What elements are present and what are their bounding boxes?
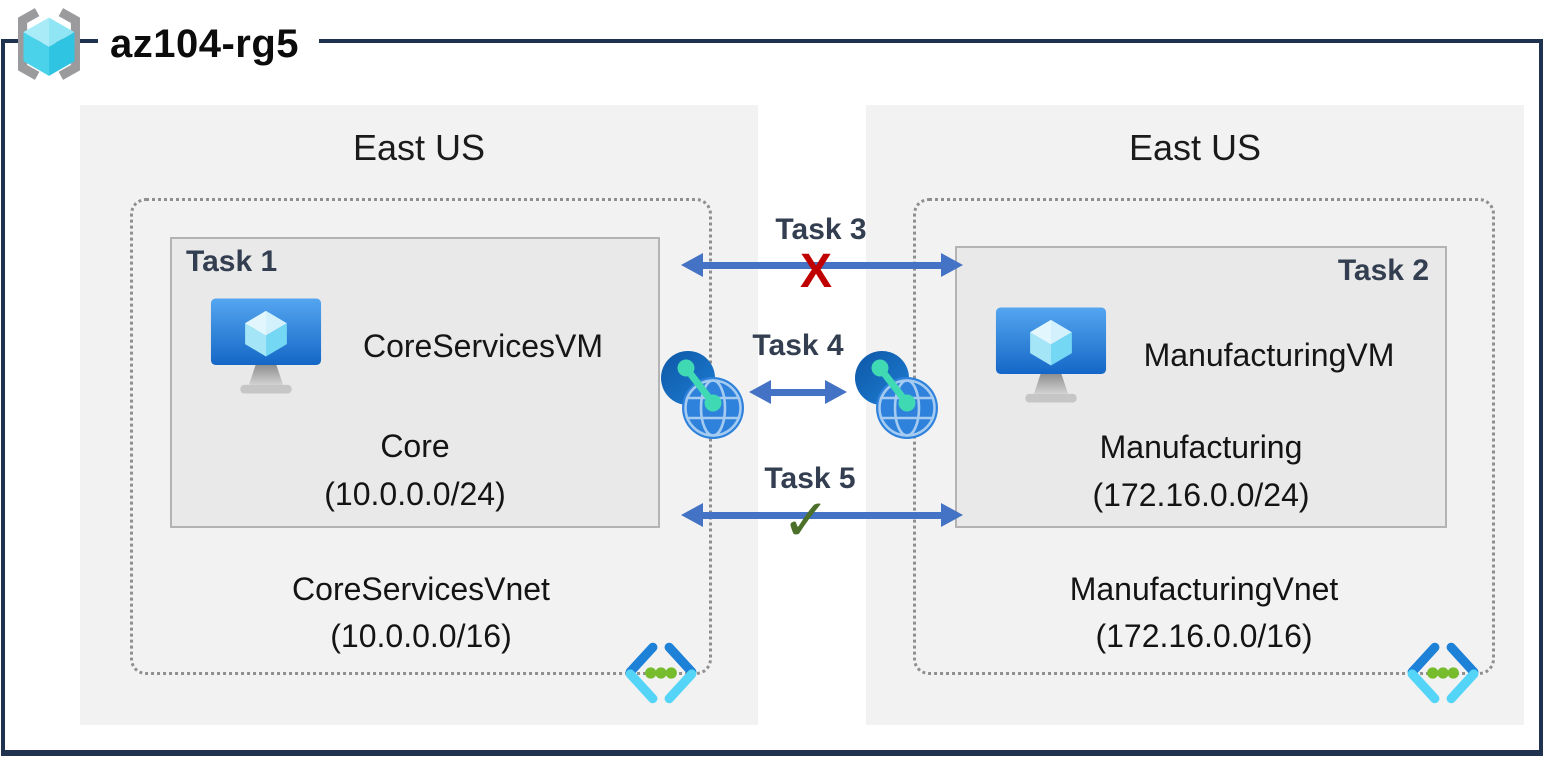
subnet-box-left: Task 1 CoreServicesVM (170, 237, 660, 528)
vnet-label-left: CoreServicesVnet (10.0.0.0/16) (130, 566, 712, 661)
task-4-arrow (749, 380, 847, 404)
vm-row-left: CoreServicesVM (210, 297, 644, 395)
vnet-cidr-right: (172.16.0.0/16) (1095, 618, 1313, 655)
task-5-arrow (681, 503, 963, 527)
vm-row-right: ManufacturingVM (995, 306, 1431, 404)
task-1-badge: Task 1 (186, 245, 278, 278)
subnet-label-right: Manufacturing (172.16.0.0/24) (957, 423, 1445, 519)
vnet-peering-icon (855, 351, 938, 439)
subnet-label-left: Core (10.0.0.0/24) (172, 422, 658, 518)
task-3-arrow (681, 253, 963, 277)
vm-name-left: CoreServicesVM (362, 327, 604, 364)
subnet-cidr-left: (10.0.0.0/24) (324, 476, 506, 512)
task-4-label: Task 4 (752, 329, 844, 362)
allowed-check-marker: ✓ (781, 488, 831, 553)
vnet-cidr-left: (10.0.0.0/16) (330, 618, 512, 655)
virtual-network-icon (1407, 642, 1479, 704)
vnet-label-right: ManufacturingVnet (172.16.0.0/16) (913, 566, 1495, 661)
region-label-right: East US (1128, 127, 1262, 168)
subnet-cidr-right: (172.16.0.0/24) (1092, 477, 1310, 513)
vnet-name-left: CoreServicesVnet (292, 571, 550, 607)
vnet-name-right: ManufacturingVnet (1069, 571, 1339, 607)
region-label-left: East US (352, 127, 486, 168)
resource-group-icon (18, 8, 80, 80)
blocked-x-marker: X (799, 245, 833, 298)
task-5-label: Task 5 (764, 462, 856, 495)
resource-group-name: az104-rg5 (98, 17, 320, 71)
virtual-network-icon (625, 642, 697, 704)
virtual-machine-icon (210, 298, 322, 394)
subnet-name-left: Core (380, 428, 450, 464)
resource-group-border (1, 39, 1543, 756)
virtual-machine-icon (995, 307, 1107, 403)
subnet-box-right: Task 2 ManufacturingVM (955, 246, 1447, 528)
task-3-label: Task 3 (775, 213, 867, 246)
vnet-peering-icon (661, 351, 744, 439)
vm-name-right: ManufacturingVM (1143, 336, 1395, 373)
resource-group-header: az104-rg5 (8, 2, 320, 86)
task-2-badge: Task 2 (1337, 254, 1429, 287)
subnet-name-right: Manufacturing (1099, 429, 1303, 465)
